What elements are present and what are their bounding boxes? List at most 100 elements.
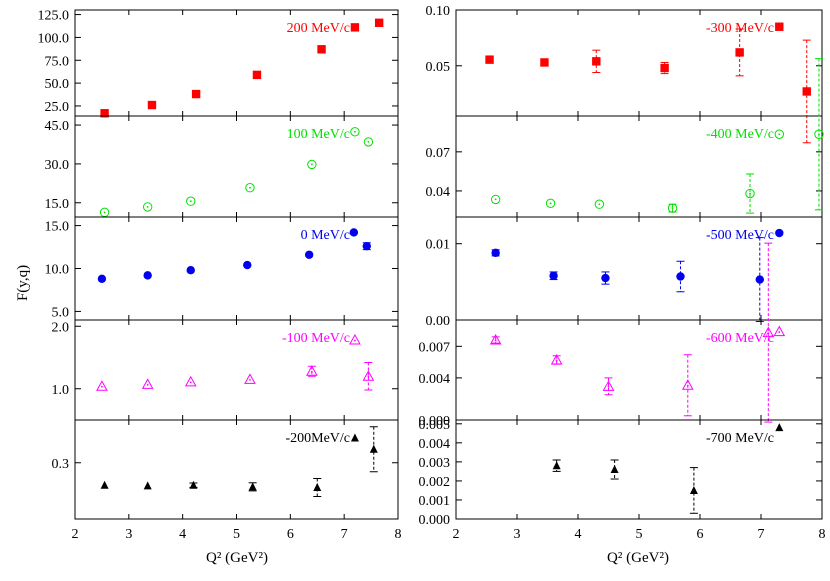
data-point — [244, 373, 256, 384]
y-tick-label: 15.0 — [45, 197, 70, 212]
y-tick-label: 0.005 — [419, 418, 451, 433]
data-point — [248, 482, 257, 491]
data-point — [350, 433, 359, 442]
x-tick-label: 7 — [758, 527, 765, 542]
error-bar — [364, 362, 373, 391]
data-point — [491, 248, 500, 258]
data-point — [550, 353, 563, 365]
data-point — [304, 250, 314, 259]
y-tick-label: 10.0 — [45, 263, 70, 278]
data-point — [549, 271, 558, 280]
data-point — [313, 483, 322, 491]
data-point — [243, 260, 252, 270]
data-point — [143, 481, 152, 490]
panel-right-7: 0.000.01-500 MeV/c — [426, 216, 823, 329]
data-point — [485, 55, 494, 64]
data-point — [689, 485, 698, 494]
data-point — [245, 183, 255, 193]
data-point — [773, 325, 786, 337]
y-tick-label: 50.0 — [45, 77, 70, 92]
series-label: -200MeV/c — [285, 431, 350, 446]
y-tick-label: 5.0 — [52, 305, 70, 320]
data-point — [755, 275, 764, 284]
y-tick-label: 0.004 — [419, 372, 451, 387]
y-tick-label: 0.003 — [419, 456, 451, 471]
data-point — [307, 159, 317, 170]
data-point — [191, 89, 201, 99]
series-label: 100 MeV/c — [287, 127, 350, 142]
series-label: -400 MeV/c — [706, 127, 774, 142]
data-point — [142, 202, 153, 212]
y-tick-label: 0.000 — [419, 513, 451, 528]
x-tick-label: 4 — [575, 527, 582, 542]
data-point — [602, 380, 615, 391]
y-tick-label: 1.0 — [52, 383, 70, 398]
data-point — [490, 194, 501, 205]
data-point — [141, 378, 154, 389]
data-point — [96, 380, 108, 391]
data-point — [814, 129, 824, 139]
data-point — [186, 266, 195, 275]
data-point — [540, 58, 549, 67]
data-point — [775, 423, 784, 432]
y-tick-label: 0.004 — [419, 437, 451, 452]
data-point — [552, 461, 561, 470]
data-point — [676, 272, 685, 281]
y-tick-label: 0.002 — [419, 475, 451, 490]
x-tick-label: 8 — [395, 527, 402, 542]
panel-left-3: 1.0 2.0 -100 MeV/c — [52, 319, 399, 421]
data-point — [350, 23, 360, 32]
x-tick-label: 2 — [453, 527, 460, 542]
error-bar — [313, 478, 322, 497]
y-tick-label: 0.05 — [426, 60, 451, 75]
data-point — [252, 70, 262, 80]
data-point — [489, 333, 502, 345]
x-tick-label: 5 — [233, 527, 240, 542]
data-point — [610, 465, 619, 473]
data-point — [99, 207, 110, 218]
data-point — [775, 228, 784, 238]
x-tick-label: 3 — [514, 527, 521, 542]
data-point — [762, 326, 775, 338]
error-bar — [735, 28, 744, 77]
data-point — [374, 18, 384, 27]
y-tick-label: 0.10 — [426, 4, 451, 19]
y-tick-label: 75.0 — [45, 54, 70, 69]
y-tick-label: 0.00 — [426, 314, 451, 329]
data-point — [363, 137, 374, 147]
y-axis-label: F(y,q) — [15, 265, 31, 301]
series-label: -600 MeV/c — [706, 331, 774, 346]
y-tick-label: 0.07 — [426, 146, 451, 161]
y-tick-label: 0.01 — [426, 238, 451, 253]
x-tick-label: 6 — [287, 527, 294, 542]
y-tick-label: 0.04 — [426, 185, 451, 200]
y-tick-label: 0.007 — [419, 340, 451, 355]
data-point — [189, 480, 198, 489]
error-bar — [764, 242, 773, 423]
error-bar — [610, 459, 619, 480]
x-axis-label-right: Q² (GeV²) — [607, 550, 669, 566]
data-point — [306, 365, 318, 376]
x-tick-label: 7 — [341, 527, 348, 542]
data-point — [100, 109, 109, 118]
y-tick-label: 125.0 — [38, 9, 70, 24]
data-point — [774, 129, 784, 139]
x-tick-label: 6 — [697, 527, 704, 542]
y-tick-label: 0.3 — [52, 457, 70, 472]
data-point — [186, 196, 196, 206]
data-point — [349, 228, 359, 237]
data-point — [592, 57, 601, 66]
y-tick-label: 0.001 — [419, 494, 451, 509]
y-tick-label: 2.0 — [52, 320, 70, 335]
series-label: -100 MeV/c — [282, 331, 350, 346]
x-axis-label-left: Q² (GeV²) — [206, 550, 268, 566]
y-tick-label: 45.0 — [45, 119, 70, 134]
y-tick-label: 15.0 — [45, 220, 70, 235]
series-label: -700 MeV/c — [706, 431, 774, 446]
